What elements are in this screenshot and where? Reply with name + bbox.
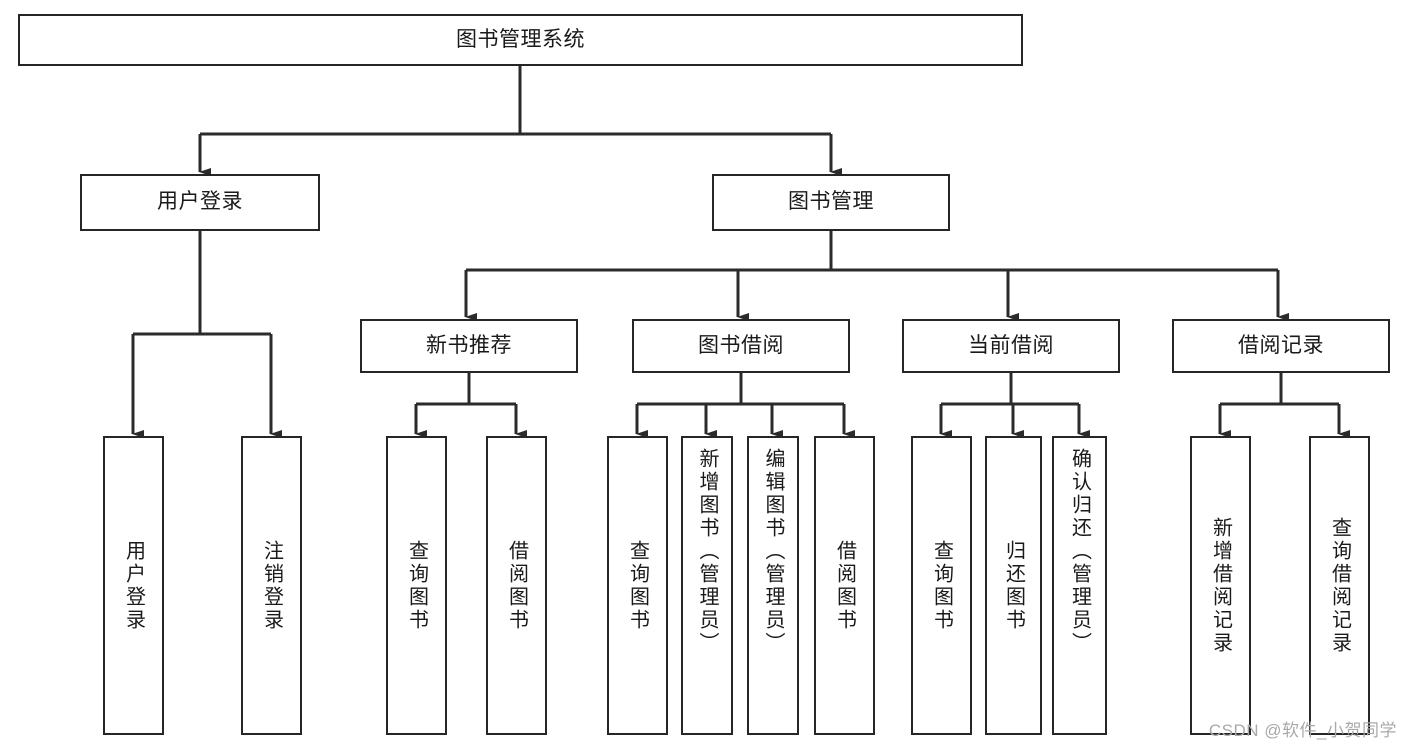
node-label: 确认归还（管理员） <box>1068 448 1091 655</box>
node-label: 注销登录 <box>260 539 283 632</box>
connector-lines <box>131 66 1350 438</box>
node-new-book-recommend[interactable]: 新书推荐 <box>360 319 578 373</box>
node-label: 编辑图书（管理员） <box>762 448 784 655</box>
node-current-borrow[interactable]: 当前借阅 <box>902 319 1120 373</box>
node-label: 借阅图书 <box>505 539 528 632</box>
node-label: 当前借阅 <box>968 333 1054 357</box>
node-label: 查询图书 <box>405 539 428 632</box>
node-book-borrow[interactable]: 图书借阅 <box>632 319 850 373</box>
node-label: 图书管理系统 <box>456 27 585 51</box>
leaf-leaf-query-book-rec[interactable]: 查询图书 <box>386 436 447 735</box>
node-label: 图书借阅 <box>698 333 784 357</box>
node-label: 借阅图书 <box>833 539 856 632</box>
node-book-manage[interactable]: 图书管理 <box>712 174 950 231</box>
leaf-leaf-confirm-return[interactable]: 确认归还（管理员） <box>1052 436 1107 735</box>
node-label: 查询图书 <box>930 539 953 632</box>
leaf-leaf-user-login[interactable]: 用户登录 <box>103 436 164 735</box>
node-label: 查询图书 <box>626 539 649 632</box>
leaf-leaf-return-book[interactable]: 归还图书 <box>985 436 1042 735</box>
leaf-leaf-add-book[interactable]: 新增图书（管理员） <box>681 436 733 735</box>
node-label: 归还图书 <box>1002 539 1025 632</box>
leaf-leaf-add-record[interactable]: 新增借阅记录 <box>1190 436 1251 735</box>
leaf-leaf-query-book[interactable]: 查询图书 <box>607 436 668 735</box>
node-label: 用户登录 <box>122 539 145 632</box>
leaf-leaf-user-logout[interactable]: 注销登录 <box>241 436 302 735</box>
node-label: 借阅记录 <box>1238 333 1324 357</box>
leaf-leaf-borrow-book[interactable]: 借阅图书 <box>814 436 875 735</box>
node-label: 新增借阅记录 <box>1209 516 1232 655</box>
leaf-leaf-query-book-cur[interactable]: 查询图书 <box>911 436 972 735</box>
leaf-leaf-edit-book[interactable]: 编辑图书（管理员） <box>747 436 799 735</box>
leaf-leaf-borrow-book-rec[interactable]: 借阅图书 <box>486 436 547 735</box>
node-borrow-record[interactable]: 借阅记录 <box>1172 319 1390 373</box>
node-label: 新增图书（管理员） <box>696 448 718 655</box>
node-user-login[interactable]: 用户登录 <box>80 174 320 231</box>
node-label: 图书管理 <box>788 190 874 214</box>
leaf-leaf-query-record[interactable]: 查询借阅记录 <box>1309 436 1370 735</box>
node-label: 用户登录 <box>157 190 243 214</box>
node-label: 查询借阅记录 <box>1328 516 1351 655</box>
node-label: 新书推荐 <box>426 333 512 357</box>
node-root[interactable]: 图书管理系统 <box>18 14 1023 66</box>
